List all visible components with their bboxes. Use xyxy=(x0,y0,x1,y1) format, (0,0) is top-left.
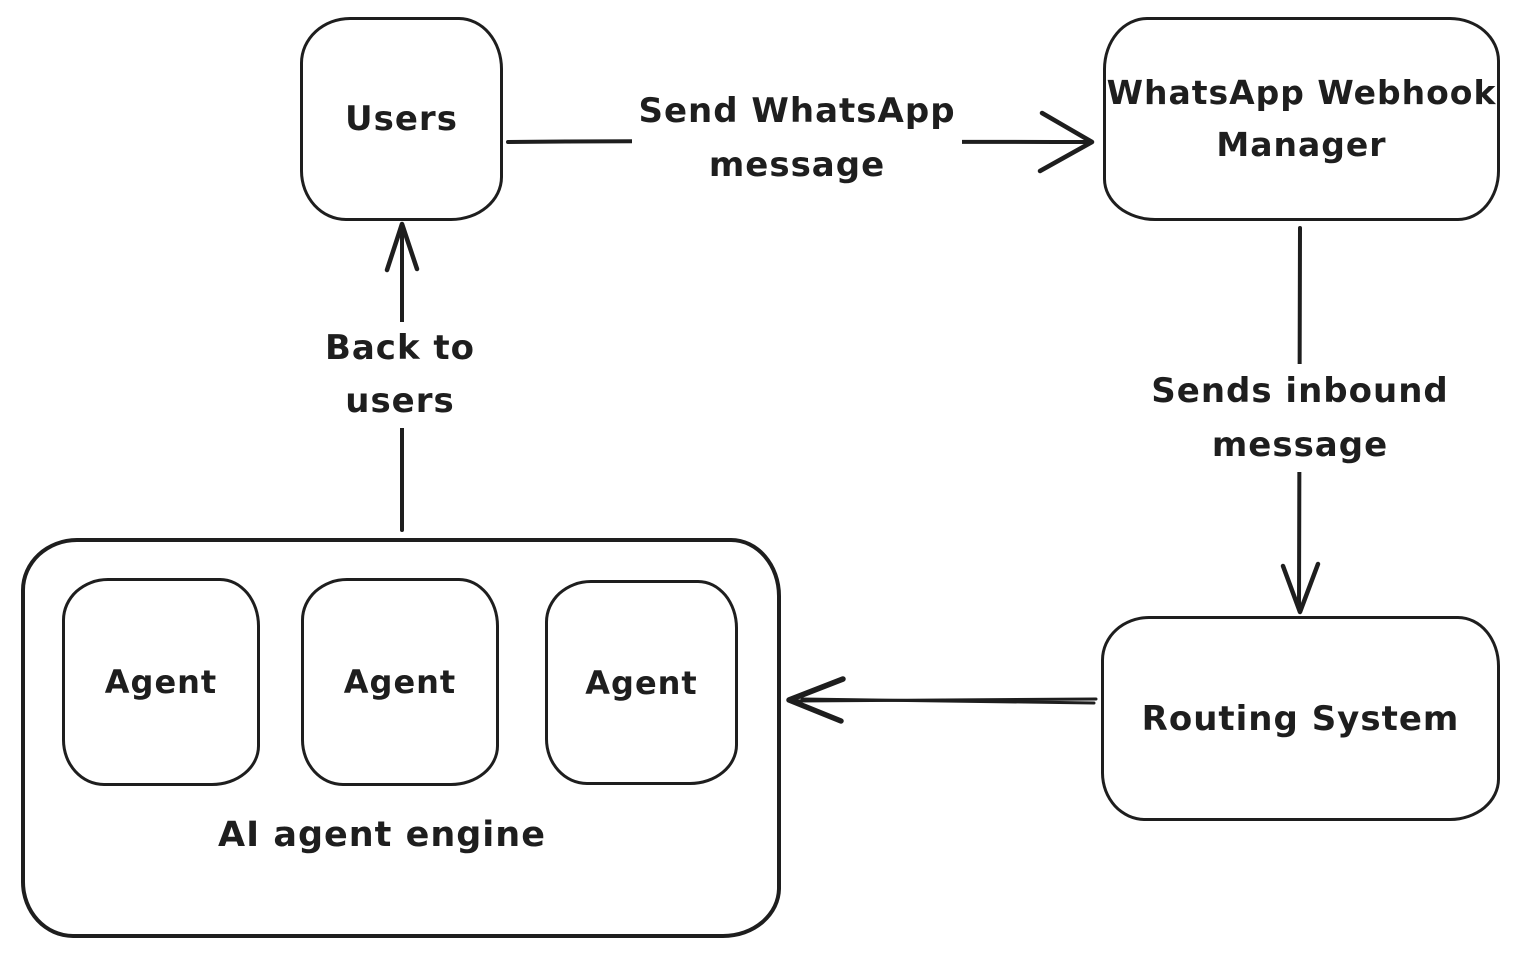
ai-agent-engine-container xyxy=(21,538,781,938)
back-label-line2: users xyxy=(345,381,455,421)
agent-1-label: Agent xyxy=(104,663,218,701)
routing-label: Routing System xyxy=(1141,698,1460,739)
users-node: Users xyxy=(300,17,503,221)
send-whatsapp-edge-label: Send WhatsApp message xyxy=(632,84,962,192)
inbound-label-line2: message xyxy=(1211,425,1389,465)
whatsapp-webhook-manager-node: WhatsApp Webhook Manager xyxy=(1103,17,1500,221)
inbound-label-line1: Sends inbound xyxy=(1151,371,1449,411)
agent-node-3: Agent xyxy=(545,580,738,785)
users-label: Users xyxy=(345,99,458,139)
routing-system-node: Routing System xyxy=(1101,616,1500,821)
send-label-line1: Send WhatsApp xyxy=(638,91,956,131)
agent-node-1: Agent xyxy=(62,578,260,786)
sends-inbound-edge-label: Sends inbound message xyxy=(1140,364,1460,472)
agent-2-label: Agent xyxy=(343,663,457,701)
agent-3-label: Agent xyxy=(585,663,698,702)
webhook-label-line2: Manager xyxy=(1216,125,1387,164)
send-label-line2: message xyxy=(708,145,886,185)
back-to-users-edge-label: Back to users xyxy=(305,322,495,428)
routing-to-engine-arrow xyxy=(786,676,1098,724)
webhook-label-line1: WhatsApp Webhook xyxy=(1106,73,1497,112)
ai-agent-engine-label: AI agent engine xyxy=(218,815,546,855)
back-label-line1: Back to xyxy=(324,328,476,368)
agent-node-2: Agent xyxy=(301,578,499,786)
